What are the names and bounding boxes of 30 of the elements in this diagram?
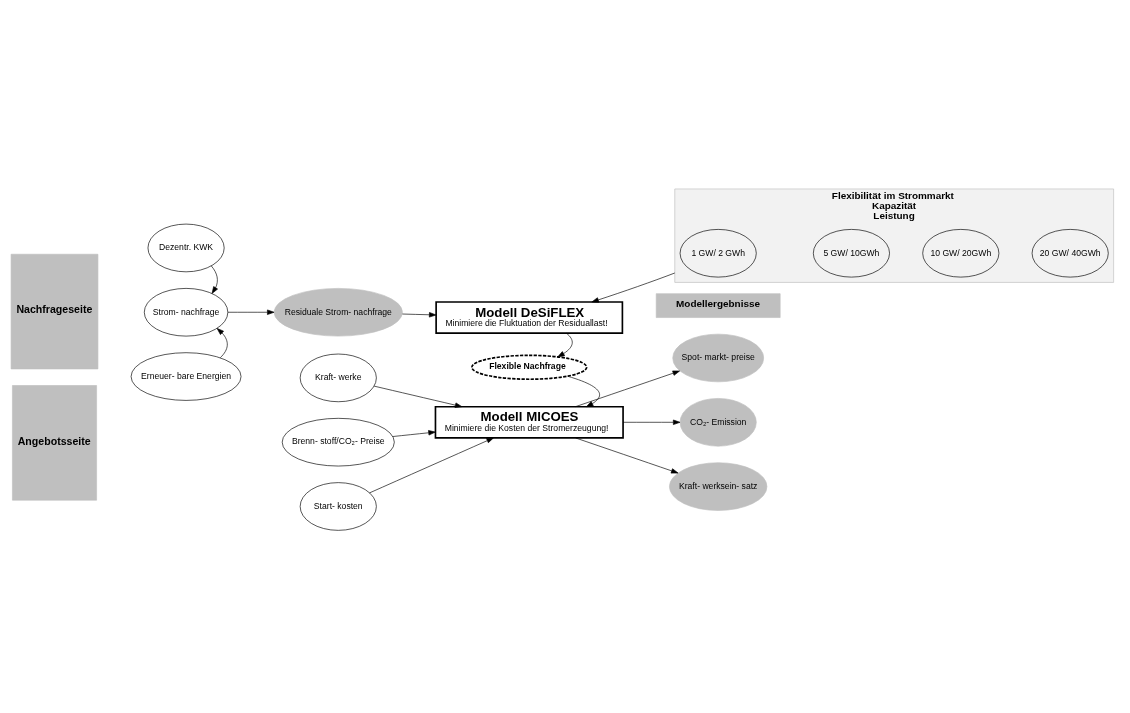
node-ellipse: 20 GW/ 40GWh (1031, 228, 1109, 277)
node-ellipse: Erneuer- bare Energien (130, 351, 242, 401)
node-box: Modell MICOES Minimiere die Kosten der Stromerzeugung! (434, 405, 624, 439)
arrow (591, 272, 676, 302)
node-box: Nachfrageseite (10, 253, 99, 369)
node-box: Modell DeSiFLEX Minimiere die Fluktuation der Residuallast! (435, 300, 624, 334)
arrow (369, 437, 494, 493)
node-ellipse: CO₂- Emission (679, 397, 757, 446)
arrow (567, 375, 600, 407)
arrow (227, 309, 275, 315)
arrow (622, 419, 681, 425)
arrow (575, 437, 679, 473)
arrow (402, 311, 437, 317)
arrow (216, 327, 228, 358)
node-ellipse: Kraft- werke (299, 353, 377, 402)
node-box: Modellergebnisse (655, 292, 781, 318)
node-ellipse: 5 GW/ 10GWh (813, 228, 890, 277)
node-box: Angebotsseite (12, 384, 97, 500)
node-ellipse: Start- kosten (299, 481, 377, 531)
arrow (575, 370, 680, 407)
node-ellipse: 1 GW/ 2 GWh (679, 228, 757, 277)
node-ellipse: Residuale Strom- nachfrage (273, 287, 403, 336)
node-ellipse: 10 GW/ 20GWh (922, 228, 1000, 277)
node-ellipse: Flexible Nachfrage (471, 354, 588, 380)
node-ellipse: Dezentr. KWK (147, 223, 225, 272)
arrow (392, 429, 436, 437)
node-ellipse: Brenn- stoff/CO₂- Preise (281, 417, 395, 466)
arrow (210, 265, 218, 294)
arrow (373, 385, 463, 408)
arrow (557, 332, 573, 357)
